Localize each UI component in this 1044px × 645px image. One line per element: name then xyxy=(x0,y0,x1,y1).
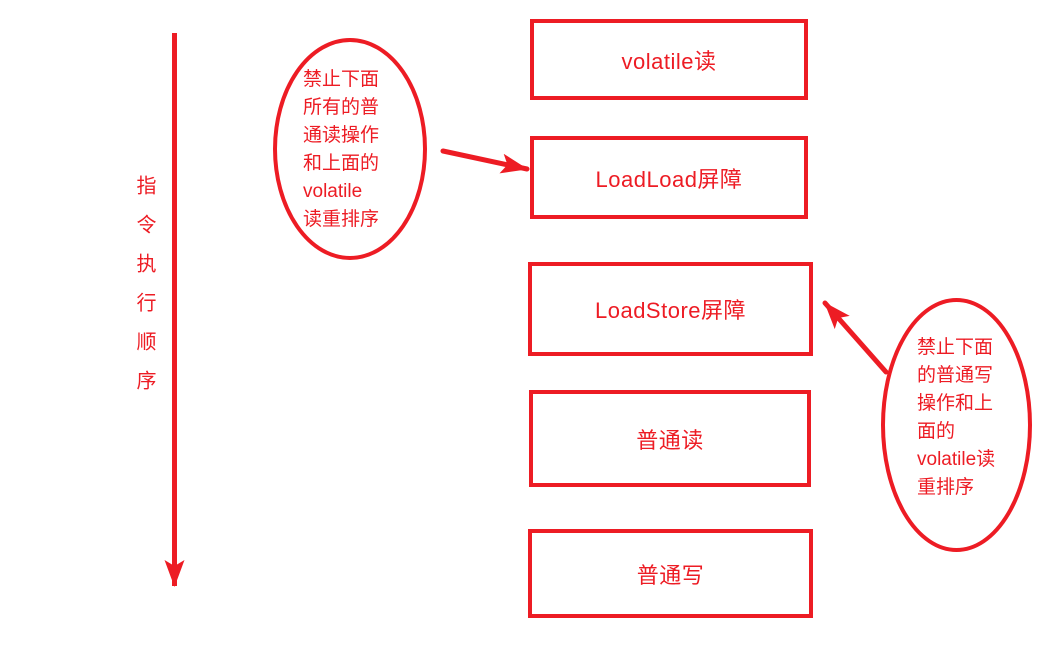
box-loadstore-barrier: LoadStore屏障 xyxy=(528,262,813,356)
callout-arrow-loadstore xyxy=(822,300,889,375)
callout-text-loadload: 禁止下面 所有的普 通读操作 和上面的 volatile 读重排序 xyxy=(303,69,380,230)
box-normal-read: 普通读 xyxy=(529,390,811,487)
box-volatile-read: volatile读 xyxy=(530,19,808,100)
callout-text-loadstore: 禁止下面 的普通写 操作和上 面的 volatile读 重排序 xyxy=(917,337,996,498)
box-normal-write: 普通写 xyxy=(528,529,813,618)
box-loadload-barrier: LoadLoad屏障 xyxy=(530,136,808,219)
box-loadstore-barrier-label: LoadStore屏障 xyxy=(594,298,747,323)
box-normal-write-label: 普通写 xyxy=(636,562,705,588)
box-normal-read-label: 普通读 xyxy=(636,427,704,453)
box-volatile-read-label: volatile读 xyxy=(621,48,717,74)
execution-order-label: 指令执行顺序 xyxy=(133,175,155,409)
callout-arrow-loadload xyxy=(440,148,530,174)
box-loadload-barrier-label: LoadLoad屏障 xyxy=(595,166,743,192)
